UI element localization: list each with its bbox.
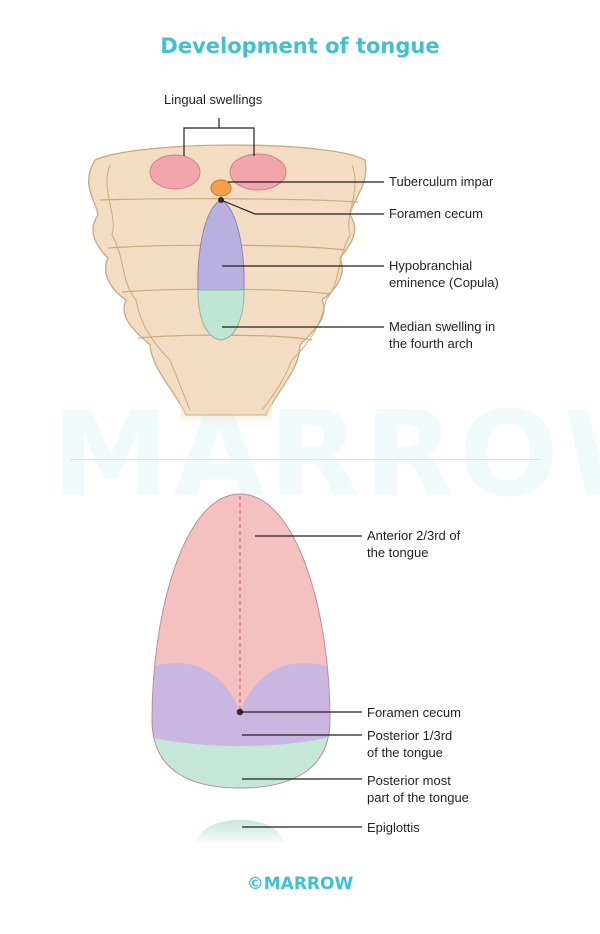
label-median-swelling: Median swelling in the fourth arch [389,319,496,351]
label-posterior: Posterior 1/3rd of the tongue [367,728,453,760]
leader-foramen-cecum-top [220,199,384,215]
label-epiglottis: Epiglottis [367,820,420,835]
epiglottis [196,819,284,843]
lingual-swellings-bracket [183,118,255,156]
label-posterior-most: Posterior most part of the tongue [367,773,469,805]
label-copula: Hypobranchial eminence (Copula) [389,258,499,290]
page-title: Development of tongue [160,34,440,58]
label-foramen-cecum-top: Foramen cecum [389,206,483,221]
watermark: MARROW [52,385,600,523]
tuberculum-impar [210,179,232,197]
footer-copyright: ©MARROW [246,874,354,894]
arch-side-contour [106,164,191,411]
lingual-swelling-left [149,154,201,190]
label-lingual-swellings: Lingual swellings [164,92,263,107]
label-anterior: Anterior 2/3rd of the tongue [367,528,461,560]
label-foramen-cecum-bottom: Foramen cecum [367,705,461,720]
label-tuberculum-impar: Tuberculum impar [389,174,494,189]
lingual-swelling-right [229,153,287,191]
arch-side-contour [261,164,356,411]
tongue-outline [151,493,331,789]
divider [70,459,540,460]
tongue [151,493,331,789]
arch-ridge [99,198,359,203]
pharynx-fade [180,388,272,428]
